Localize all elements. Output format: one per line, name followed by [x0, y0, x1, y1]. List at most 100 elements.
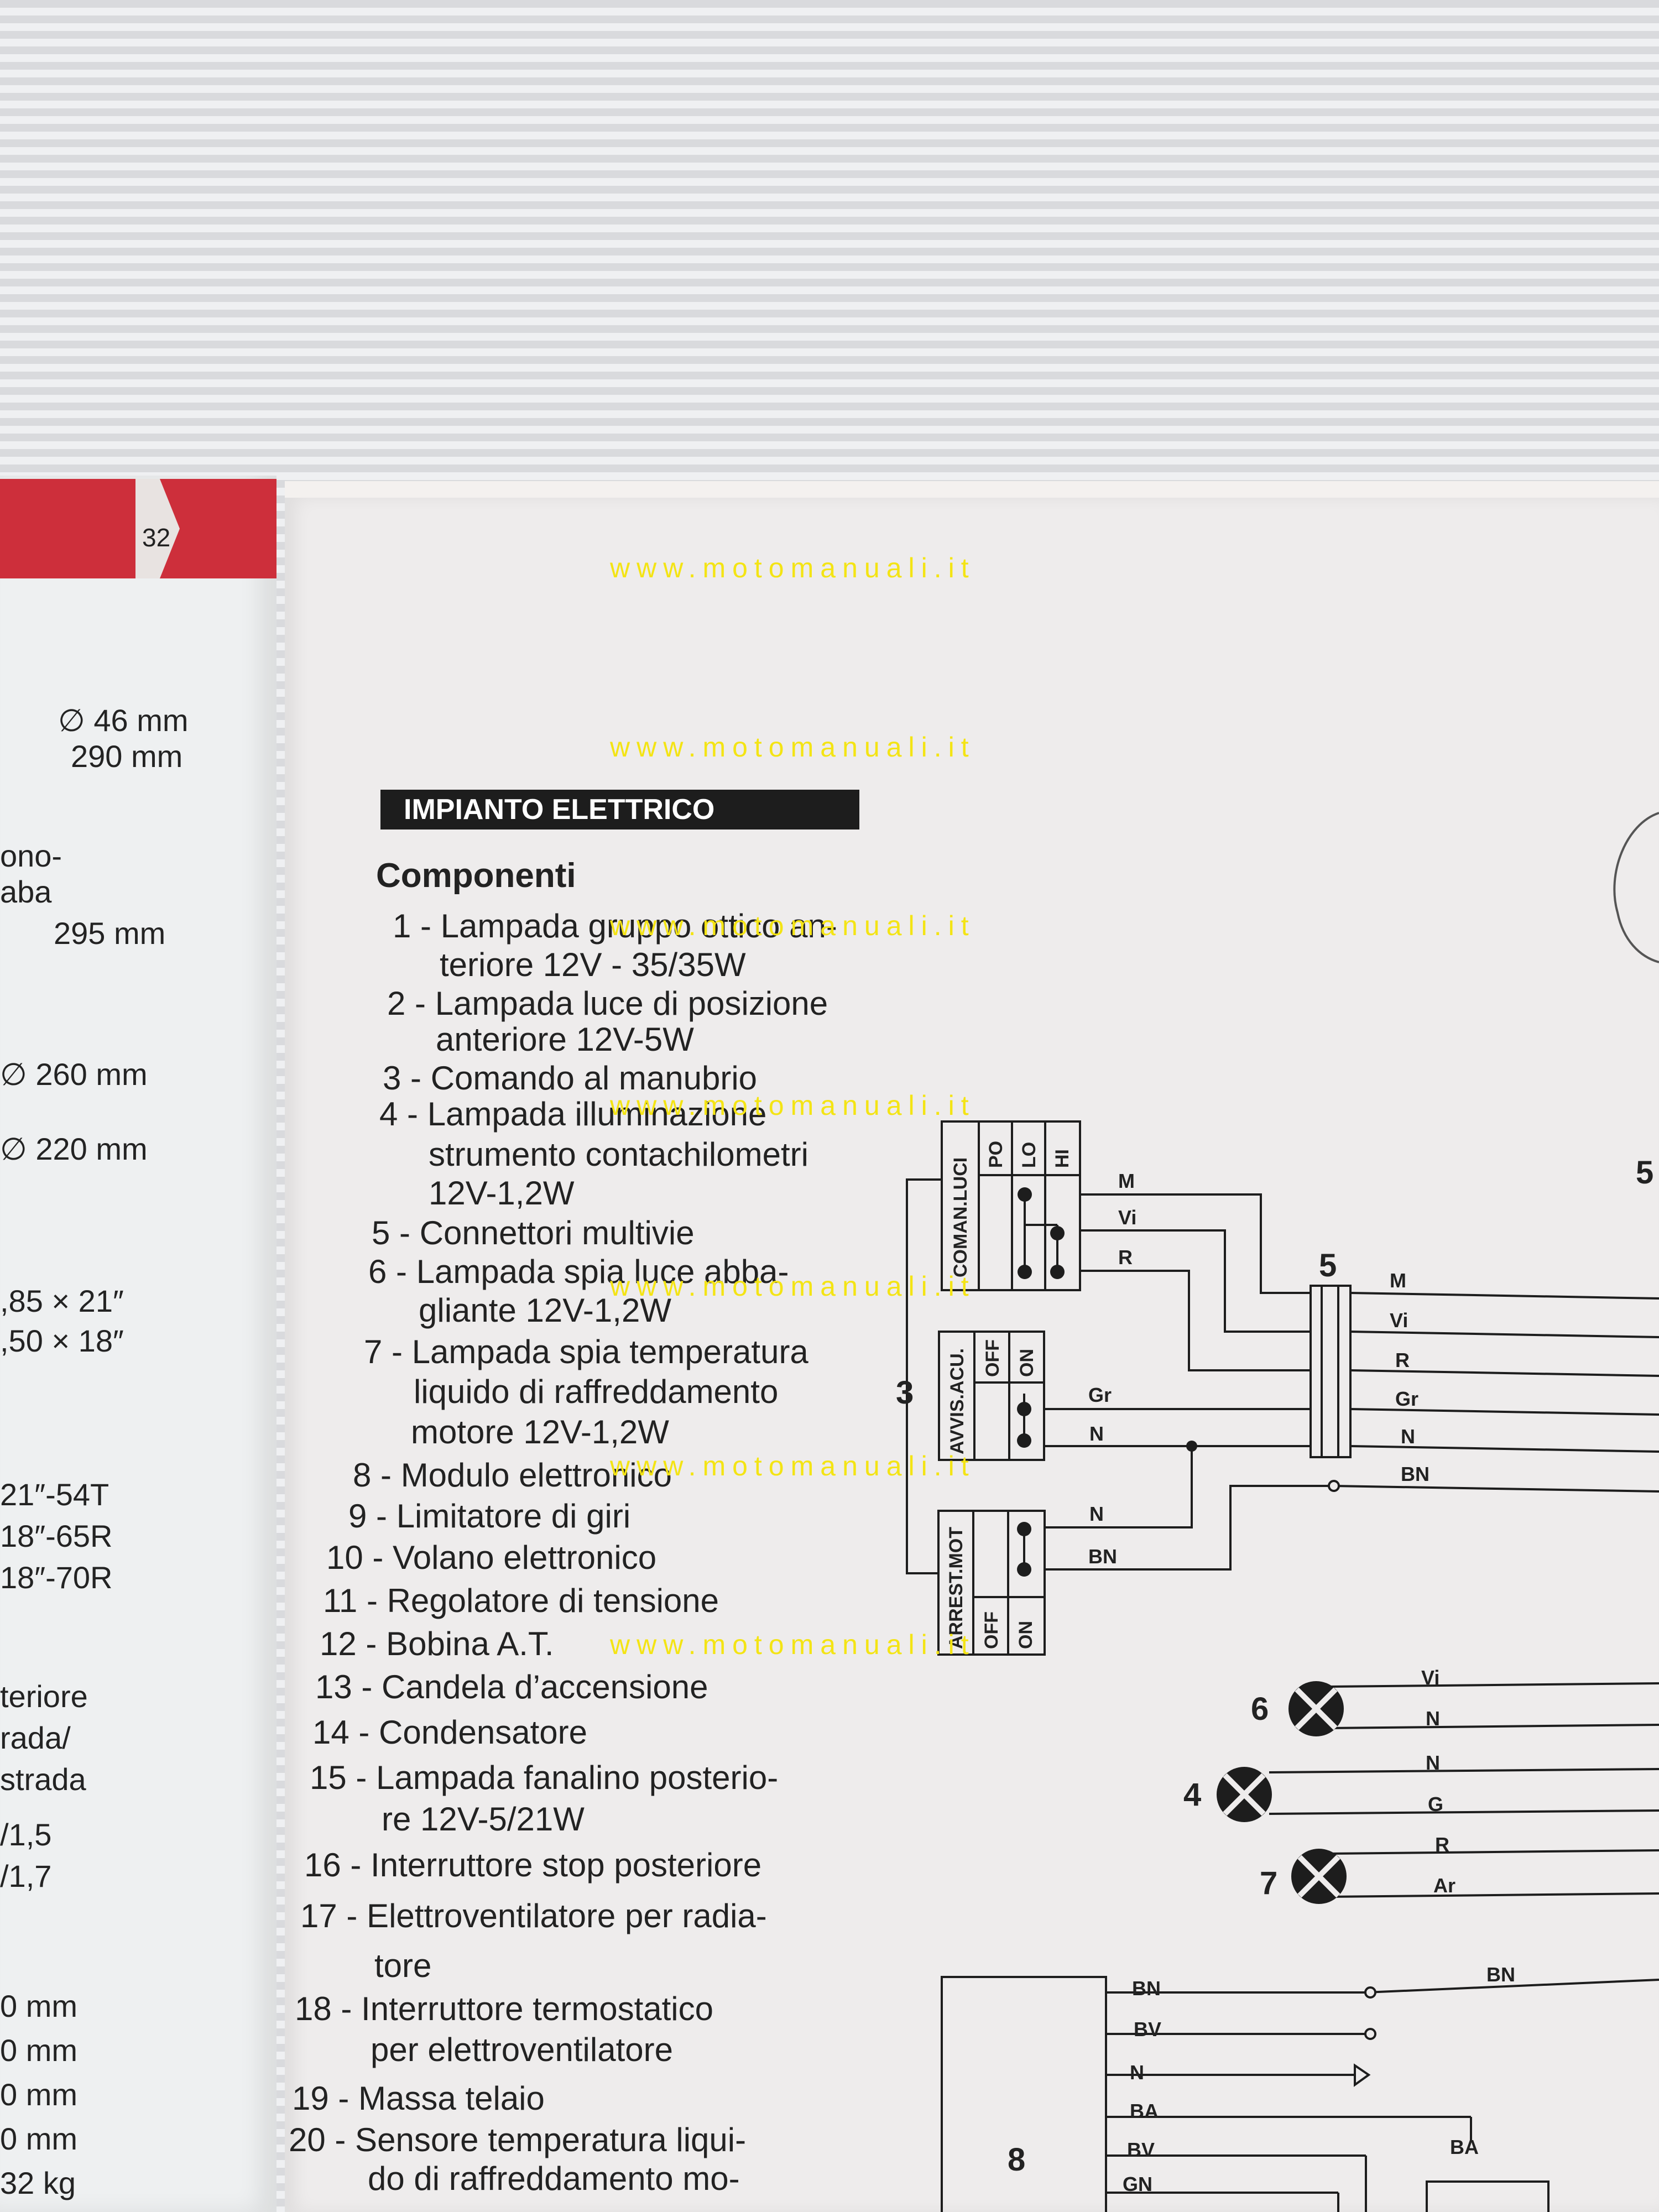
label-7: 7 [1260, 1865, 1277, 1901]
lamp-6-icon [1288, 1681, 1344, 1736]
list-item: 10 - Volano elettronico [326, 1539, 657, 1576]
left-line: teriore [0, 1679, 88, 1714]
wire-label: BN [1088, 1545, 1117, 1568]
wire-label: R [1118, 1246, 1133, 1269]
list-item: 4 - Lampada illuminazione [379, 1095, 767, 1133]
list-item: 13 - Candela d’accensione [315, 1668, 708, 1705]
lamp-4-icon [1217, 1767, 1272, 1822]
list-item: 1 - Lampada gruppo ottico an- [393, 907, 837, 945]
wire-label: BN [1132, 1977, 1161, 2000]
left-line: ,85 × 21″ [0, 1284, 124, 1318]
list-item: anteriore 12V-5W [436, 1021, 694, 1058]
left-line: /1,7 [0, 1859, 52, 1893]
left-line: 0 mm [0, 1989, 77, 2023]
list-item: 17 - Elettroventilatore per radia- [300, 1897, 767, 1934]
watermark: www.motomanuali.it [610, 732, 975, 763]
page-number: 32 [142, 523, 171, 552]
list-item: 9 - Limitatore di giri [348, 1498, 631, 1535]
list-item: 18 - Interruttore termostatico [295, 1990, 713, 2027]
left-line: /1,5 [0, 1817, 52, 1852]
label-5: 5 [1319, 1248, 1337, 1284]
horn-switch-box [938, 1331, 1045, 1461]
wire-label: R [1395, 1349, 1410, 1371]
switch-pos-lo: LO [1019, 1142, 1040, 1168]
watermark: www.motomanuali.it [610, 1271, 975, 1302]
wire-label: M [1390, 1269, 1406, 1292]
left-line: 18″-65R [0, 1519, 113, 1553]
wire-label: BA [1130, 2100, 1159, 2122]
wire-label: BN [1401, 1463, 1430, 1485]
list-item: 11 - Regolatore di tensione [323, 1582, 719, 1619]
section-title: IMPIANTO ELETTRICO [380, 790, 859, 830]
wire-label: N [1426, 1707, 1440, 1730]
wire-label: N [1089, 1422, 1104, 1445]
wire-label: M [1118, 1170, 1135, 1192]
wire-label: BV [1134, 2018, 1161, 2041]
switch-pos-hi: HI [1052, 1149, 1073, 1168]
list-item: 20 - Sensore temperatura liqui- [289, 2121, 747, 2158]
left-line: ∅ 46 mm [58, 703, 189, 738]
wire-label: Vi [1118, 1206, 1136, 1229]
left-line: 0 mm [0, 2077, 77, 2112]
lamp-7-icon [1291, 1849, 1347, 1904]
list-item: 14 - Condensatore [312, 1714, 587, 1751]
list-item: 15 - Lampada fanalino posterio- [310, 1759, 779, 1796]
wire-label: Gr [1395, 1387, 1418, 1410]
switch-pos-off: OFF [981, 1611, 1002, 1649]
left-line: 0 mm [0, 2121, 77, 2156]
switch-pos-off: OFF [982, 1339, 1003, 1377]
right-page [285, 498, 1659, 2212]
left-line: 21″-54T [0, 1477, 109, 1512]
wire-label: N [1401, 1425, 1415, 1448]
wire-label: N [1426, 1751, 1440, 1774]
wire-label: BN [1486, 1963, 1515, 1986]
list-item: 5 - Connettori multivie [372, 1214, 695, 1251]
light-switch-name: COMAN.LUCI [950, 1157, 971, 1277]
list-item: liquido di raffreddamento [414, 1373, 779, 1410]
label-8: 8 [1008, 2142, 1025, 2178]
list-item: strumento contachilometri [429, 1136, 808, 1173]
watermark: www.motomanuali.it [610, 1629, 975, 1660]
list-item: 19 - Massa telaio [292, 2080, 545, 2117]
list-item: teriore 12V - 35/35W [440, 946, 746, 983]
list-item: motore 12V-1,2W [411, 1413, 669, 1451]
left-line: rada/ [0, 1720, 71, 1755]
left-line: 0 mm [0, 2033, 77, 2068]
label-3: 3 [896, 1375, 914, 1411]
list-item: do di raffreddamento mo- [368, 2160, 740, 2197]
watermark: www.motomanuali.it [610, 910, 975, 941]
left-line: strada [0, 1762, 86, 1797]
list-item: 7 - Lampada spia temperatura [364, 1333, 808, 1370]
wire-label: GN [1123, 2173, 1152, 2195]
left-line: 18″-70R [0, 1560, 113, 1595]
wire-label: N [1130, 2061, 1144, 2084]
left-line: ,50 × 18″ [0, 1323, 124, 1358]
list-item: 12 - Bobina A.T. [320, 1625, 554, 1662]
wire-label: N [1089, 1503, 1104, 1525]
switch-pos-on: ON [1016, 1349, 1037, 1377]
list-item: tore [374, 1947, 432, 1984]
switch-pos-on: ON [1015, 1621, 1036, 1649]
list-item: 3 - Comando al manubrio [383, 1060, 758, 1097]
components-title: Componenti [376, 857, 576, 895]
wire-label: R [1435, 1833, 1449, 1856]
left-line: ono- [0, 838, 62, 873]
left-line: aba [0, 874, 52, 909]
label-6: 6 [1251, 1691, 1269, 1727]
left-line: 295 mm [54, 916, 166, 951]
left-line: 32 kg [0, 2166, 76, 2200]
list-item: 12V-1,2W [429, 1175, 575, 1212]
left-line: ∅ 260 mm [0, 1057, 148, 1092]
stop-switch-box [937, 1510, 1046, 1656]
watermark: www.motomanuali.it [610, 1451, 975, 1481]
left-line: 290 mm [71, 739, 183, 774]
switch-pos-po: PO [985, 1141, 1006, 1168]
label-4: 4 [1183, 1777, 1201, 1813]
left-line: ∅ 220 mm [0, 1131, 148, 1166]
list-item: re 12V-5/21W [382, 1801, 585, 1838]
label-5-edge: 5 [1636, 1155, 1653, 1191]
wire-label: BA [1450, 2136, 1479, 2158]
horn-switch-name: AVVIS.ACU. [947, 1348, 968, 1454]
list-item: 8 - Modulo elettronico [353, 1457, 672, 1494]
